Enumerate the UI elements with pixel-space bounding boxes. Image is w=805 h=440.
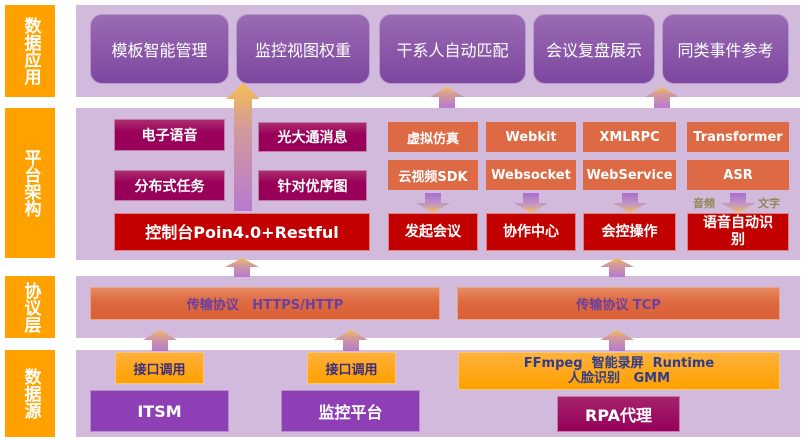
function-start-meeting[interactable]: 发起会议 — [388, 213, 478, 251]
tech-websocket[interactable]: Websocket — [486, 160, 576, 190]
rpa-tech-line1: FFmpeg 智能录屏 Runtime — [523, 356, 715, 371]
asr-output-note: 文字 — [758, 197, 780, 210]
up-arrow-icon — [226, 83, 260, 211]
interface-call-monitor: 接口调用 — [307, 352, 396, 384]
module-message[interactable]: 光大通消息 — [258, 122, 367, 152]
up-arrow-icon — [334, 330, 368, 351]
layer-label-data-app: 数据应用 — [5, 5, 55, 97]
app-template-management[interactable]: 模板智能管理 — [90, 14, 229, 84]
up-arrow-icon — [225, 258, 259, 277]
down-arrow-icon — [721, 193, 755, 213]
tech-asr[interactable]: ASR — [687, 160, 789, 190]
app-stakeholder-matching[interactable]: 干系人自动匹配 — [379, 14, 526, 84]
layer-label-data-source: 数据源 — [5, 350, 55, 437]
source-rpa-agent[interactable]: RPA代理 — [557, 396, 680, 432]
down-arrow-icon — [416, 193, 450, 213]
source-itsm[interactable]: ITSM — [90, 390, 229, 432]
function-meeting-control[interactable]: 会控操作 — [583, 213, 676, 251]
down-arrow-icon — [613, 193, 647, 213]
protocol-https: 传输协议 HTTPS/HTTP — [90, 287, 440, 320]
app-meeting-review[interactable]: 会议复盘展示 — [533, 14, 655, 84]
protocol-tcp: 传输协议 TCP — [457, 287, 780, 320]
function-speech-recognition[interactable]: 语音自动识别 — [687, 213, 789, 251]
up-arrow-icon — [600, 330, 634, 351]
tech-webkit[interactable]: Webkit — [486, 122, 576, 152]
down-arrow-icon — [514, 193, 548, 213]
module-priority-chart[interactable]: 针对优序图 — [258, 170, 367, 201]
interface-call-itsm: 接口调用 — [115, 352, 204, 384]
tech-webservice[interactable]: WebService — [583, 160, 676, 190]
up-arrow-icon — [600, 258, 634, 277]
rpa-tech-line2: 人脸识别 GMM — [567, 371, 671, 386]
tech-cloud-video-sdk[interactable]: 云视频SDK — [388, 160, 478, 190]
tech-virtual-sim[interactable]: 虚拟仿真 — [388, 122, 478, 152]
up-arrow-icon — [143, 330, 177, 351]
tech-xmlrpc[interactable]: XMLRPC — [583, 122, 676, 152]
layer-label-platform: 平台架构 — [5, 108, 55, 258]
layer-label-protocol: 协议层 — [5, 276, 55, 338]
module-distributed-task[interactable]: 分布式任务 — [114, 170, 225, 201]
up-arrow-icon — [430, 87, 464, 108]
app-monitor-view-weight[interactable]: 监控视图权重 — [236, 14, 370, 84]
console-restful[interactable]: 控制台Poin4.0+Restful — [114, 213, 370, 251]
function-collab-center[interactable]: 协作中心 — [486, 213, 576, 251]
asr-input-note: 音频 — [693, 197, 715, 210]
app-similar-events[interactable]: 同类事件参考 — [662, 14, 789, 84]
up-arrow-icon — [645, 87, 679, 108]
module-voice[interactable]: 电子语音 — [114, 119, 225, 151]
tech-transformer[interactable]: Transformer — [687, 122, 789, 152]
rpa-tech-bar: FFmpeg 智能录屏 Runtime 人脸识别 GMM — [458, 352, 780, 390]
source-monitor-platform[interactable]: 监控平台 — [281, 390, 420, 432]
